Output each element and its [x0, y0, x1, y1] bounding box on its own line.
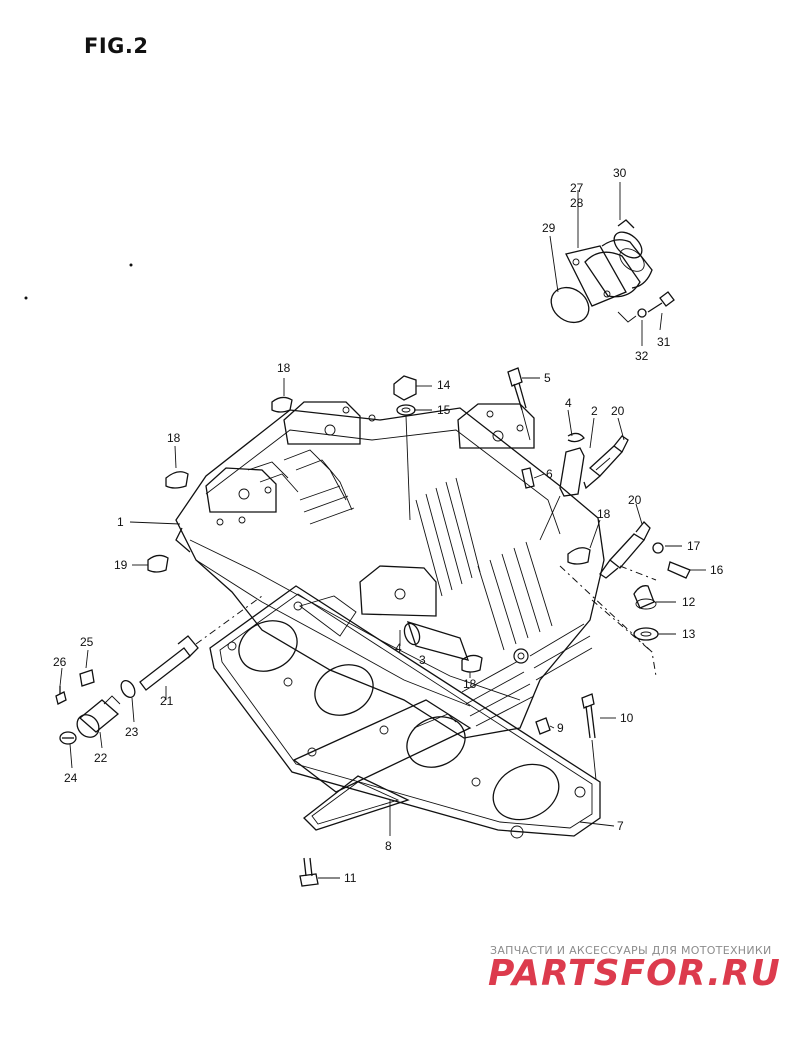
screw-24 — [59, 731, 77, 745]
callout-22: 22 — [94, 751, 108, 765]
cylinder-head-body — [175, 401, 605, 739]
callout-23: 23 — [125, 725, 139, 739]
watermark-logo: PARTSFOR.RU — [488, 953, 781, 994]
callout-20-lower: 20 — [628, 493, 642, 507]
callout-9: 9 — [557, 721, 564, 735]
callout-11: 11 — [344, 871, 357, 885]
callout-8: 8 — [385, 839, 392, 853]
callout-4-upper: 4 — [565, 396, 572, 410]
dowel-6 — [521, 467, 535, 489]
oil-seal-23 — [120, 679, 136, 699]
callout-29: 29 — [542, 221, 556, 235]
callout-25: 25 — [80, 635, 94, 649]
callout-18-bottom: 18 — [463, 677, 477, 691]
watermark-logo-main: PARTSFOR — [488, 953, 708, 994]
spark-plug-lower-20 — [599, 521, 651, 579]
callout-16: 16 — [710, 563, 724, 577]
cap-nut-12 — [633, 585, 657, 610]
lock-plate-25 — [79, 669, 95, 687]
hose-clamp-30 — [613, 231, 643, 259]
callout-18-top: 18 — [277, 361, 291, 375]
watermark-logo-tld: .RU — [707, 953, 781, 994]
callout-26: 26 — [53, 655, 67, 669]
screw-31 — [659, 291, 675, 307]
callout-7: 7 — [617, 819, 624, 833]
bolt-10 — [581, 693, 597, 781]
callout-5: 5 — [544, 371, 551, 385]
leader-lines — [59, 377, 706, 879]
callout-32: 32 — [635, 349, 649, 363]
callout-28: 28 — [570, 196, 584, 210]
callout-2: 2 — [591, 404, 598, 418]
callout-20-upper: 20 — [611, 404, 625, 418]
o-ring-29 — [550, 286, 590, 324]
washer-32 — [637, 308, 647, 318]
bolt-11 — [299, 857, 319, 887]
spark-plug-upper-20 — [583, 435, 629, 490]
dowel-9 — [535, 717, 551, 735]
callout-24: 24 — [64, 771, 78, 785]
callout-6: 6 — [546, 467, 553, 481]
callout-27: 27 — [570, 181, 584, 195]
callout-31: 31 — [657, 335, 671, 349]
callout-3: 3 — [419, 653, 426, 667]
head-gasket — [209, 585, 601, 839]
callout-12: 12 — [682, 595, 696, 609]
intake-flange — [565, 245, 627, 307]
nut-washer-14-15 — [393, 375, 417, 521]
callout-18-right: 18 — [597, 507, 611, 521]
callout-18-left: 18 — [167, 431, 181, 445]
watermark-caption: ЗАПЧАСТИ И АКСЕССУАРЫ ДЛЯ МОТОТЕХНИКИ — [490, 944, 772, 957]
gasket-plate-8 — [292, 699, 472, 831]
tappet-adjuster-21 — [139, 595, 263, 691]
bolt-16-washer-17 — [619, 542, 691, 581]
adjuster-body-22 — [76, 695, 121, 738]
callout-21: 21 — [160, 694, 174, 708]
callout-30: 30 — [613, 166, 627, 180]
screw-26 — [55, 686, 67, 705]
callout-1: 1 — [117, 515, 124, 529]
callout-19: 19 — [114, 558, 128, 572]
callout-4-lower: 4 — [395, 641, 402, 655]
callout-15: 15 — [437, 403, 451, 417]
cam-end-caps-18 — [147, 396, 591, 673]
callout-10: 10 — [620, 711, 634, 725]
plug-19 — [147, 554, 169, 573]
callout-17: 17 — [687, 539, 701, 553]
callout-13: 13 — [682, 627, 696, 641]
figure-title: FIG.2 — [84, 34, 149, 58]
bolt-5 — [507, 367, 531, 441]
intake-pipe-assembly — [549, 182, 675, 346]
callout-14: 14 — [437, 378, 451, 392]
valve-guide-2 — [539, 432, 585, 541]
